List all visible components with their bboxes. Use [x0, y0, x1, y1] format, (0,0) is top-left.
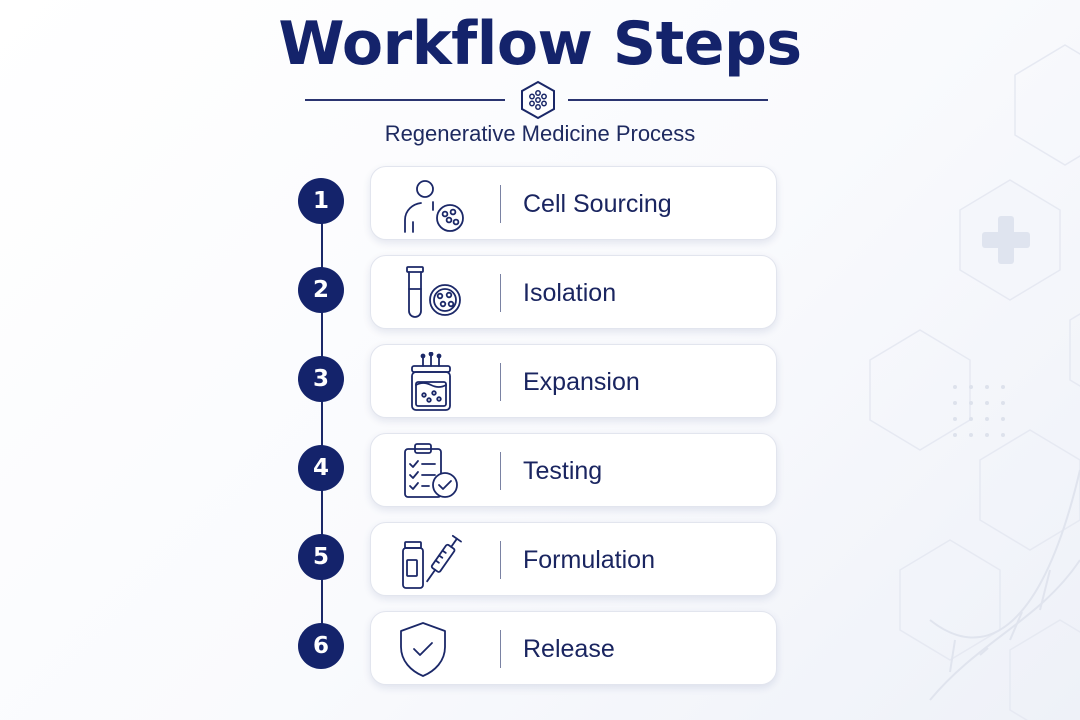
step-5: 5 Formulation [298, 522, 778, 598]
medical-cross-icon [982, 216, 1030, 264]
title-rule-left [305, 99, 505, 101]
page-title: Workflow Steps [278, 9, 802, 79]
step-1: 1 Cell Sourcing [298, 166, 778, 242]
step-2: 2 Isolation [298, 255, 778, 331]
shield-check-icon [400, 622, 446, 677]
step-number-badge: 6 [298, 623, 344, 669]
step-number-badge: 2 [298, 267, 344, 313]
card-divider [500, 452, 501, 490]
title-rule-right [568, 99, 768, 101]
step-card: Cell Sourcing [370, 166, 777, 240]
page-subtitle: Regenerative Medicine Process [384, 121, 696, 146]
vial-syringe-icon [402, 534, 462, 589]
test-tube-petri-icon [406, 266, 461, 318]
cell-cluster-hexagon-icon [521, 80, 555, 120]
step-card: Testing [370, 433, 777, 507]
step-card: Expansion [370, 344, 777, 418]
step-label: Isolation [523, 278, 617, 307]
step-label: Expansion [523, 367, 640, 396]
step-4: 4 Testing [298, 433, 778, 509]
step-number-badge: 3 [298, 356, 344, 402]
step-card: Formulation [370, 522, 777, 596]
step-3: 3 Expansion [298, 344, 778, 420]
step-label: Release [523, 634, 615, 663]
person-cell-icon [404, 180, 464, 233]
step-card: Isolation [370, 255, 777, 329]
clipboard-check-icon [404, 443, 458, 498]
card-divider [500, 363, 501, 401]
card-divider [500, 630, 501, 668]
step-number-badge: 4 [298, 445, 344, 491]
step-6: 6 Release [298, 611, 778, 687]
card-divider [500, 274, 501, 312]
step-label: Testing [523, 456, 603, 485]
step-number-badge: 5 [298, 534, 344, 580]
card-divider [500, 185, 501, 223]
step-number-badge: 1 [298, 178, 344, 224]
step-card: Release [370, 611, 777, 685]
dna-helix-icon [929, 469, 1080, 701]
card-divider [500, 541, 501, 579]
step-label: Cell Sourcing [523, 189, 672, 218]
bioreactor-icon [411, 352, 451, 411]
timeline-connector [321, 198, 323, 646]
step-label: Formulation [523, 545, 655, 574]
